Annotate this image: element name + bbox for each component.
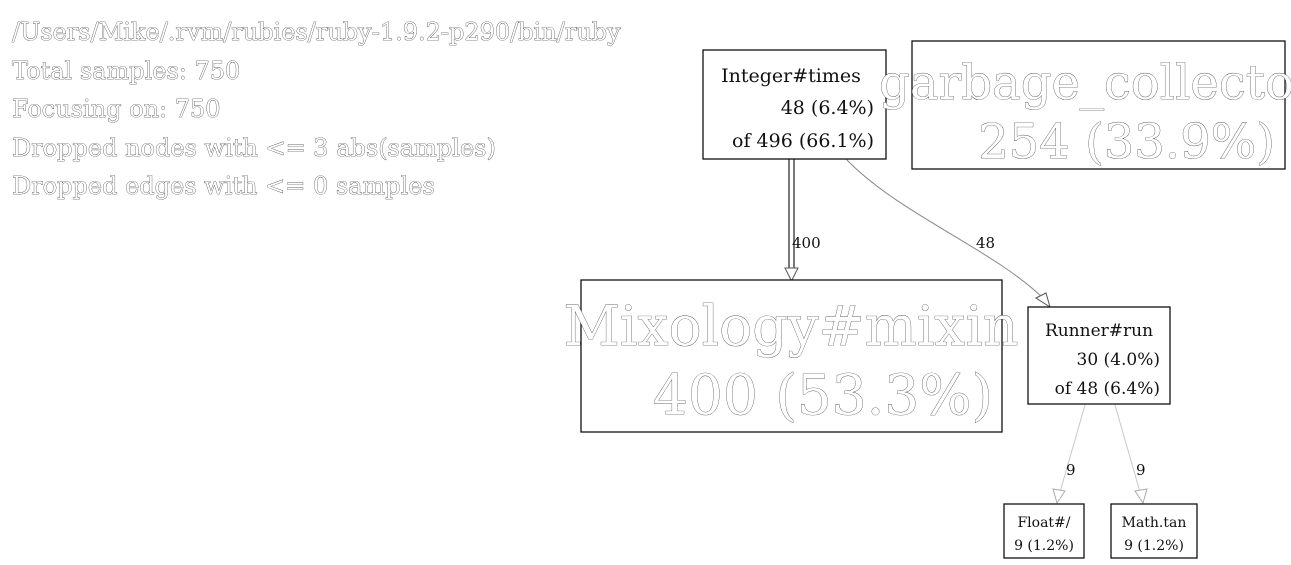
node-mixology-mixin-self: 400 (53.3%): [653, 363, 993, 427]
edge-run-to-float-arrowhead: [1052, 488, 1066, 505]
node-integer-times-name: Integer#times: [721, 65, 861, 87]
node-float-div-name: Float#/: [1017, 515, 1070, 531]
edge-times-to-mixin-arrowhead: [784, 267, 799, 283]
edge-times-to-run-line: [845, 158, 1046, 301]
edge-run-to-float[interactable]: 9: [1052, 404, 1086, 505]
node-mixology-mixin-box: [580, 279, 1003, 433]
edge-run-to-tan-line: [1114, 404, 1141, 493]
edge-run-to-tan[interactable]: 9: [1114, 404, 1148, 505]
edge-times-to-mixin-label: 400: [792, 234, 821, 252]
node-integer-times[interactable]: Integer#times 48 (6.4%) of 496 (66.1%): [702, 49, 887, 160]
node-math-tan-name: Math.tan: [1122, 515, 1187, 531]
edge-run-to-float-label: 9: [1066, 461, 1076, 479]
node-math-tan[interactable]: Math.tan 9 (1.2%): [1110, 503, 1198, 559]
edge-run-to-float-line: [1059, 404, 1086, 493]
node-integer-times-self: 48 (6.4%): [781, 97, 874, 119]
node-float-div-self: 9 (1.2%): [1014, 538, 1074, 554]
header-focusing-on: Focusing on: 750: [12, 95, 221, 123]
graph-edges: 400 48 9 9: [784, 158, 1148, 505]
header-dropped-nodes: Dropped nodes with <= 3 abs(samples): [12, 134, 496, 162]
node-mixology-mixin[interactable]: Mixology#mixin 400 (53.3%): [563, 279, 1019, 433]
edge-times-to-run-label: 48: [976, 234, 995, 252]
node-math-tan-self: 9 (1.2%): [1124, 538, 1184, 554]
graph-nodes: Integer#times 48 (6.4%) of 496 (66.1%) g…: [563, 40, 1291, 559]
node-math-tan-box: [1110, 503, 1198, 559]
header-binary-path: /Users/Mike/.rvm/rubies/ruby-1.9.2-p290/…: [12, 18, 621, 46]
node-garbage-collector[interactable]: garbage_collector 254 (33.9%): [879, 40, 1291, 170]
graph-header: /Users/Mike/.rvm/rubies/ruby-1.9.2-p290/…: [12, 18, 622, 201]
node-integer-times-total: of 496 (66.1%): [732, 130, 874, 152]
node-float-div-box: [1003, 503, 1085, 559]
node-runner-run[interactable]: Runner#run 30 (4.0%) of 48 (6.4%): [1027, 306, 1171, 405]
node-garbage-collector-self: 254 (33.9%): [978, 114, 1275, 170]
node-integer-times-box: [702, 49, 887, 160]
edge-run-to-tan-arrowhead: [1134, 488, 1148, 505]
node-runner-run-total: of 48 (6.4%): [1055, 379, 1160, 399]
node-mixology-mixin-name: Mixology#mixin: [564, 294, 1019, 358]
node-runner-run-box: [1027, 306, 1171, 405]
edge-run-to-tan-label: 9: [1136, 461, 1146, 479]
node-runner-run-name: Runner#run: [1045, 321, 1153, 341]
header-total-samples: Total samples: 750: [12, 57, 240, 85]
edge-times-to-run[interactable]: 48: [845, 158, 1051, 309]
node-garbage-collector-name: garbage_collector: [879, 55, 1291, 111]
header-dropped-edges: Dropped edges with <= 0 samples: [12, 172, 435, 200]
edge-times-to-mixin[interactable]: 400: [784, 159, 821, 283]
node-runner-run-self: 30 (4.0%): [1077, 350, 1161, 370]
node-garbage-collector-box: [911, 40, 1286, 170]
node-float-div[interactable]: Float#/ 9 (1.2%): [1003, 503, 1085, 559]
edge-times-to-run-arrowhead: [1034, 292, 1051, 309]
